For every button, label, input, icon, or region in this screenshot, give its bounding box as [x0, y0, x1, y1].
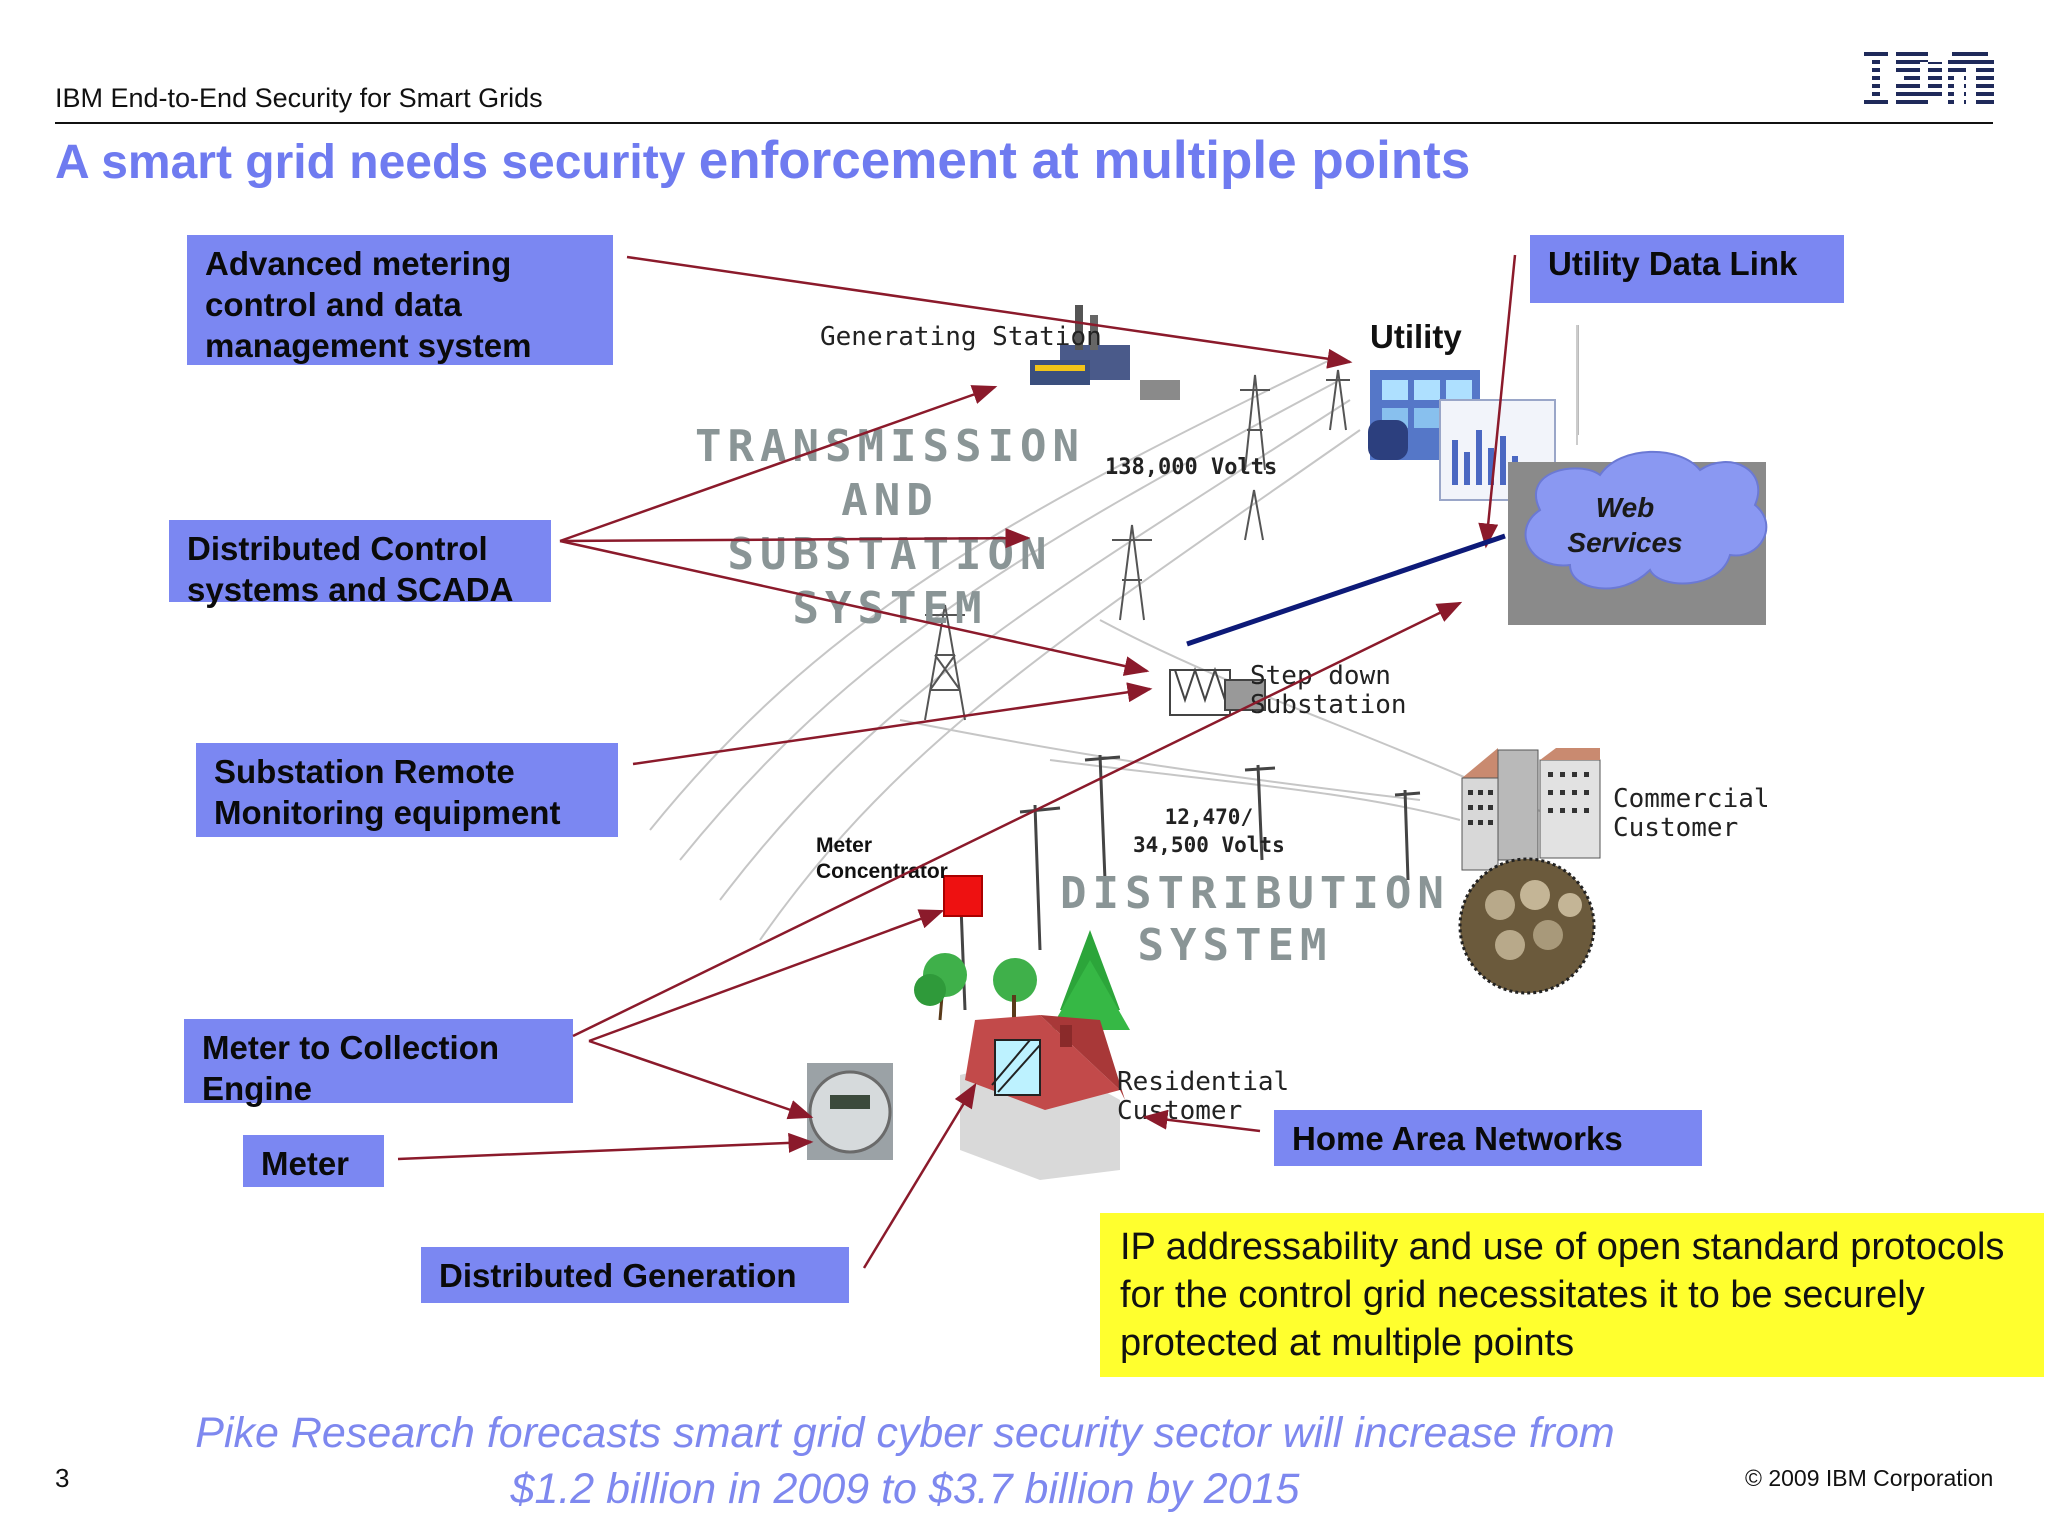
copyright: © 2009 IBM Corporation [1745, 1465, 1994, 1491]
arrow-collection-to-meter [588, 1039, 814, 1120]
meter-concentrator-line1: Meter [816, 834, 873, 857]
generating-station-label: Generating Station [820, 322, 1102, 352]
transmission-label-line1: TRANSMISSION [695, 421, 1085, 472]
arrow-collection-to-web [572, 601, 1463, 1038]
arrow-home-area [1142, 1109, 1261, 1133]
arrow-collection-to-concentrator [588, 909, 945, 1043]
callout-advanced-metering: Advanced metering control and data manag… [187, 235, 613, 365]
callout-substation-remote: Substation Remote Monitoring equipment [196, 743, 618, 837]
meter-concentrator-line2: Concentrator [816, 860, 948, 883]
forecast-note-line1: Pike Research forecasts smart grid cyber… [195, 1409, 1615, 1457]
transmission-tower-icon [924, 369, 1350, 721]
callout-home-area-networks: Home Area Networks [1274, 1110, 1702, 1166]
arrow-dcs-to-substation [559, 539, 1150, 676]
step-down-substation-label: Step down Substation [1250, 662, 1407, 720]
commercial-line1: Commercial [1613, 784, 1770, 814]
header-divider [55, 122, 1993, 124]
step-down-line2: Substation [1250, 690, 1407, 720]
forecast-note: Pike Research forecasts smart grid cyber… [60, 1405, 1750, 1517]
volts-dist-line2: 34,500 Volts [1133, 833, 1285, 857]
callout-meter: Meter [243, 1135, 384, 1187]
slide-title: A smart grid needs security enforcement … [55, 130, 1470, 191]
distribution-label-line2: SYSTEM [1137, 920, 1333, 971]
meter-concentrator-label: Meter Concentrator [816, 833, 948, 885]
forecast-note-line2: $1.2 billion in 2009 to $3.7 billion by … [510, 1465, 1300, 1513]
arrow-dcs-to-transmission [559, 528, 1031, 549]
distribution-volts-label: 12,470/ 34,500 Volts [1133, 803, 1285, 859]
volts-dist-line1: 12,470/ [1164, 805, 1254, 829]
tree-icon [914, 930, 1130, 1030]
web-services-label: Web Services [1535, 490, 1715, 560]
arrow-meter [397, 1132, 814, 1161]
header-title: IBM End-to-End Security for Smart Grids [55, 83, 543, 113]
web-services-line1: Web [1595, 492, 1655, 523]
residential-line1: Residential [1117, 1067, 1290, 1097]
ibm-logo [1862, 52, 1994, 109]
utility-label: Utility [1370, 318, 1462, 355]
residential-house-icon [960, 1015, 1125, 1180]
web-services-link [1186, 533, 1506, 647]
commercial-customer-label: Commercial Customer [1613, 785, 1770, 843]
web-services-cloud [1524, 450, 1768, 590]
arrow-dcs-to-generating [559, 385, 998, 543]
web-services-line2: Services [1567, 527, 1683, 558]
electric-meter-photo [807, 1063, 893, 1160]
page-number: 3 [55, 1463, 70, 1493]
generating-station-icon [1030, 305, 1180, 400]
residential-customer-label: Residential Customer [1117, 1068, 1289, 1126]
volts-138-label: 138,000 Volts [1105, 455, 1278, 480]
step-down-line1: Step down [1250, 661, 1391, 691]
commercial-line2: Customer [1613, 813, 1739, 843]
slide-title-part2: enforcement at multiple points [698, 131, 1471, 190]
callout-distributed-generation: Distributed Generation [421, 1247, 849, 1303]
distribution-label-line1: DISTRIBUTION [1060, 868, 1450, 919]
meter-bank-photo [1458, 857, 1596, 995]
transmission-label-line3: SYSTEM [792, 583, 988, 634]
commercial-building-icon [1461, 748, 1601, 871]
distribution-system-label: DISTRIBUTION SYSTEM [1060, 868, 1450, 972]
callout-utility-data-link: Utility Data Link [1530, 235, 1844, 303]
arrow-substation-remote [632, 682, 1153, 766]
slide-title-part1: A smart grid needs security [55, 136, 699, 189]
callout-dcs-scada: Distributed Control systems and SCADA [169, 520, 551, 608]
arrow-distributed-generation [862, 1082, 977, 1269]
power-lines [649, 359, 1601, 941]
arrow-utility-data-link [1478, 254, 1517, 549]
substation-icon [1169, 666, 1266, 716]
arrow-ami-to-utility [626, 255, 1353, 369]
callout-meter-collection: Meter to Collection Engine [184, 1019, 573, 1107]
utility-control-room-icon [1368, 325, 1579, 501]
info-box: IP addressability and use of open standa… [1100, 1213, 2044, 1377]
meter-concentrator-icon [943, 875, 983, 917]
